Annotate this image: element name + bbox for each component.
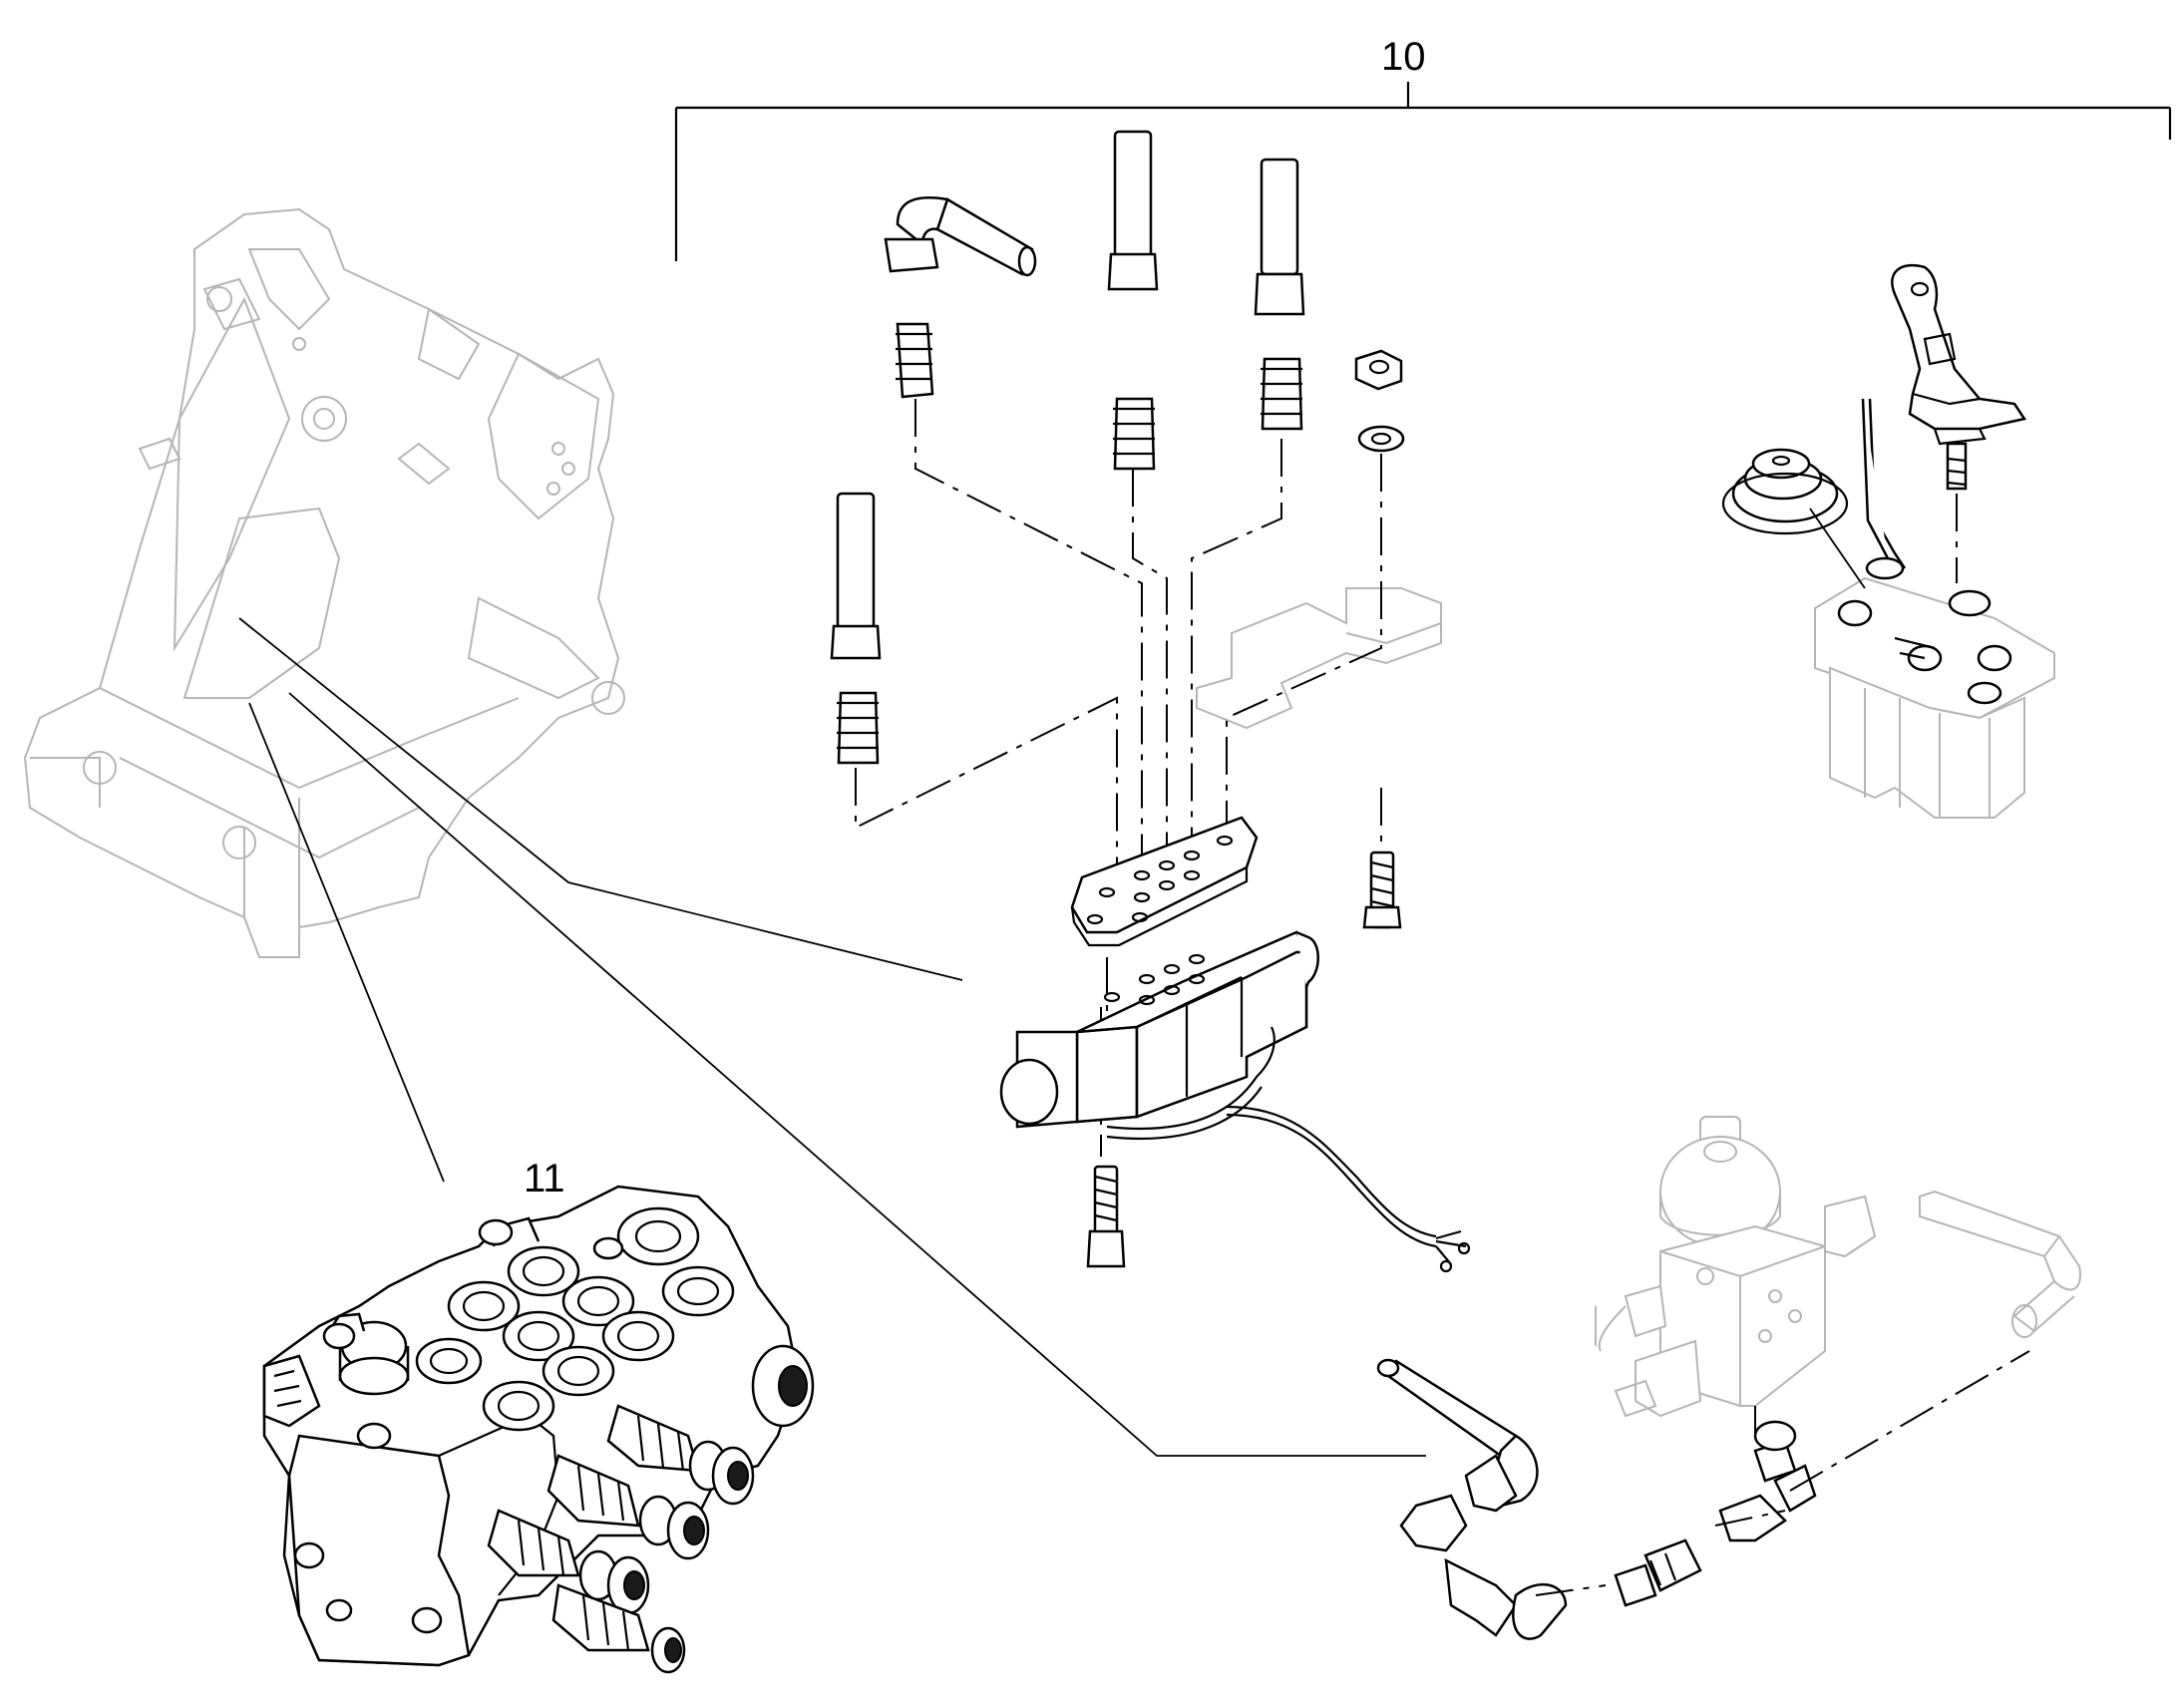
hose-assembly-lower-right (1376, 1358, 1817, 1640)
rubber-boot (1721, 448, 1849, 535)
pilot-valve-body (1814, 398, 2055, 819)
elbow-hose-fitting (884, 196, 1037, 399)
spool-cap-4 (551, 1583, 686, 1674)
callout-11[interactable]: 11 (524, 1157, 565, 1200)
straight-hose-fitting-1 (1107, 130, 1159, 471)
spool-cap-3 (487, 1509, 650, 1615)
pilot-valve-axes (1809, 494, 1958, 589)
callout-10[interactable]: 10 (1381, 35, 1426, 79)
cap-screw-upper (1362, 851, 1402, 929)
lower-right-axes (1535, 1350, 2030, 1596)
leader-lines (238, 617, 1426, 1457)
accumulator (1659, 1115, 1781, 1247)
spool-cap-1 (606, 1404, 755, 1506)
solenoid-valve (999, 930, 1471, 1273)
nut-and-washer (1354, 349, 1405, 453)
straight-hose-fitting-3 (830, 492, 882, 765)
spool-cap-2 (546, 1454, 710, 1560)
joystick-lever (1891, 263, 2027, 491)
loader-frame-context (23, 207, 625, 958)
mounting-bracket-context (1196, 587, 1442, 730)
assembly-11: 11 (262, 1157, 815, 1674)
adapter-plate (1070, 816, 1259, 947)
assembly-10-bracket: 10 (674, 35, 2172, 261)
valve-block-lower-right (1595, 1190, 2081, 1418)
cap-screw-lower (1086, 1165, 1126, 1268)
straight-hose-fitting-2 (1254, 158, 1305, 431)
